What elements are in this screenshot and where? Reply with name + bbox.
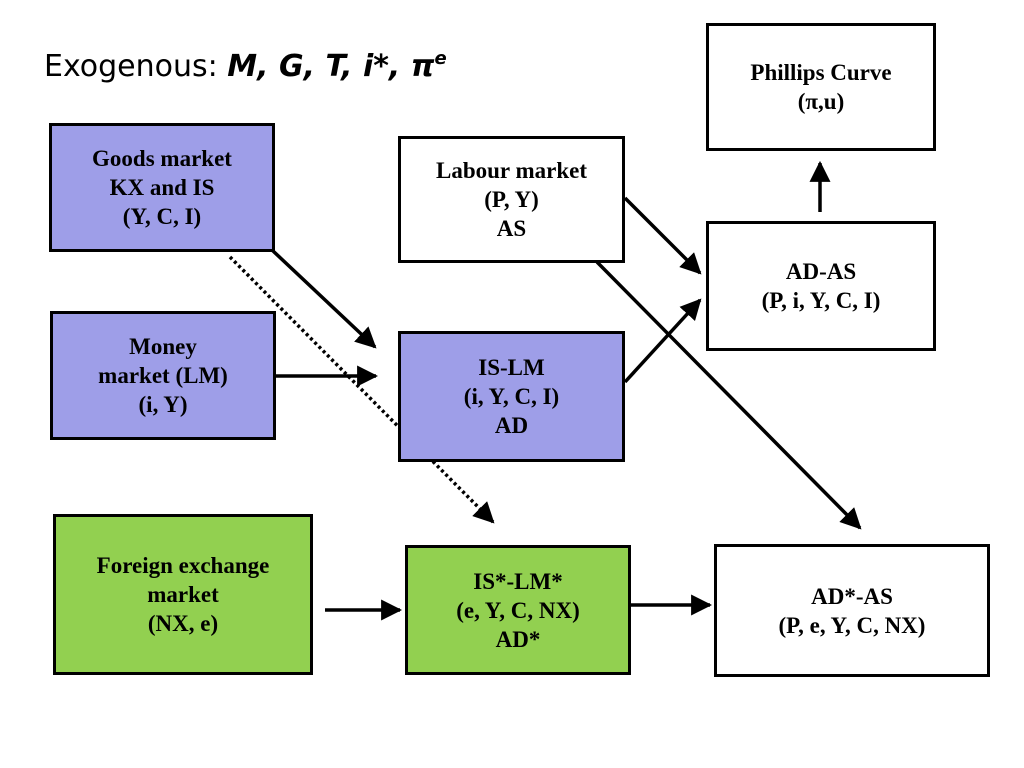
exogenous-variables-text: M, G, T, i*, π: [227, 49, 435, 84]
ad-star-as-line-2: (P, e, Y, C, NX): [778, 612, 926, 638]
arrow-labour-to-adas-star: [595, 260, 862, 530]
goods-market-line-2: KX and IS: [109, 175, 215, 200]
phillips-curve-line-1: Phillips Curve: [750, 60, 892, 85]
foreign-exchange-line-3: (NX, e): [147, 611, 219, 636]
arrow-labour-to-adas: [623, 196, 702, 275]
islm-star-line-1: IS*-LM*: [473, 568, 563, 594]
foreign-exchange-line-1: Foreign exchange: [96, 553, 270, 578]
foreign-exchange-line-2: market: [147, 582, 219, 607]
labour-market-line-1: Labour market: [436, 158, 587, 183]
islm-star-line-2: (e, Y, C, NX): [456, 597, 580, 623]
exogenous-variables: M, G, T, i*, πe: [227, 49, 446, 84]
goods-market-box: Goods market KX and IS (Y, C, I): [49, 123, 275, 252]
money-market-box: Money market (LM) (i, Y): [50, 311, 276, 440]
money-market-line-2: market (LM): [98, 363, 228, 388]
goods-market-line-3: (Y, C, I): [122, 204, 202, 229]
money-market-line-3: (i, Y): [138, 392, 188, 417]
labour-market-line-2: (P, Y): [484, 187, 539, 212]
islm-star-box: IS*-LM* (e, Y, C, NX) AD*: [405, 545, 631, 675]
phillips-curve-line-2: (π,u): [797, 89, 845, 114]
islm-line-1: IS-LM: [478, 355, 545, 380]
islm-star-line-3: AD*: [495, 626, 541, 652]
labour-market-line-3: AS: [496, 216, 527, 241]
foreign-exchange-box: Foreign exchange market (NX, e): [53, 514, 313, 675]
goods-market-line-1: Goods market: [92, 146, 232, 171]
exogenous-title: Exogenous: M, G, T, i*, πe: [44, 50, 447, 82]
ad-star-as-box: AD*-AS (P, e, Y, C, NX): [714, 544, 990, 677]
exogenous-label: Exogenous:: [44, 49, 228, 84]
phillips-curve-box: Phillips Curve (π,u): [706, 23, 936, 151]
islm-line-2: (i, Y, C, I): [463, 384, 560, 409]
ad-star-as-line-1: AD*-AS: [811, 583, 893, 609]
ad-as-box: AD-AS (P, i, Y, C, I): [706, 221, 936, 351]
ad-as-line-1: AD-AS: [785, 259, 857, 284]
arrow-islm-to-adas: [623, 298, 702, 384]
arrow-goods-to-islm-star-dotted: [228, 255, 495, 524]
islm-line-3: AD: [494, 413, 529, 438]
arrow-goods-to-islm: [270, 248, 377, 349]
money-market-line-1: Money: [129, 334, 197, 359]
ad-as-line-2: (P, i, Y, C, I): [761, 288, 881, 313]
islm-box: IS-LM (i, Y, C, I) AD: [398, 331, 625, 462]
labour-market-box: Labour market (P, Y) AS: [398, 136, 625, 263]
exogenous-superscript: e: [434, 48, 447, 69]
